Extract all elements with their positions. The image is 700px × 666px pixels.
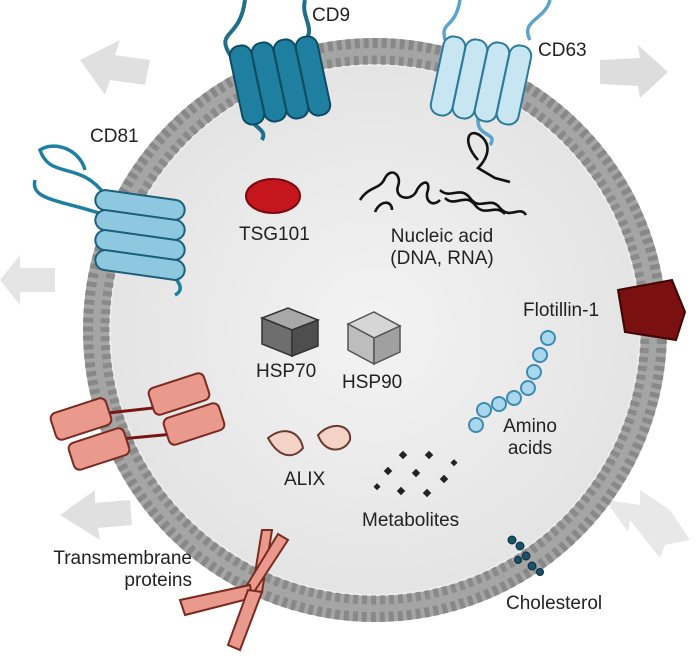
nucleic-acid-icon <box>358 131 528 216</box>
label-nucleic-acid-line2: (DNA, RNA) <box>390 248 494 269</box>
label-transmembrane-proteins: Transmembrane proteins <box>22 548 192 592</box>
alix-icon <box>266 425 352 457</box>
label-amino-acids: Amino acids <box>490 416 570 460</box>
label-cd63: CD63 <box>538 40 587 61</box>
tsg101-icon <box>245 178 301 214</box>
label-metabolites: Metabolites <box>362 510 460 531</box>
release-arrows <box>0 40 690 558</box>
label-cd9: CD9 <box>312 5 351 26</box>
label-flotillin-1: Flotillin-1 <box>523 300 600 321</box>
transmembrane-protein-pair <box>49 372 226 471</box>
arrow-top-right <box>600 45 668 98</box>
label-amino-line2: acids <box>507 438 553 459</box>
arrow-bottom-right <box>605 490 690 558</box>
metabolites-icon <box>373 450 458 498</box>
label-amino-line1: Amino <box>503 416 557 437</box>
y-shaped-receptor-icon <box>178 529 290 652</box>
label-hsp70: HSP70 <box>256 361 317 382</box>
hsp90-icon <box>346 311 402 366</box>
label-nucleic-acid: Nucleic acid (DNA, RNA) <box>372 226 512 270</box>
label-transmembrane-line2: proteins <box>124 570 192 591</box>
arrow-bottom-left <box>60 490 132 540</box>
cd63-protein <box>429 0 552 146</box>
hsp70-icon <box>259 307 321 358</box>
flotillin-1-icon <box>616 278 687 342</box>
amino-acids-icon <box>468 330 556 433</box>
label-tsg101: TSG101 <box>239 224 310 245</box>
cd9-protein <box>223 0 332 141</box>
label-transmembrane-line1: Transmembrane <box>53 548 192 569</box>
label-hsp90: HSP90 <box>342 372 403 393</box>
label-alix: ALIX <box>284 469 326 490</box>
label-nucleic-acid-line1: Nucleic acid <box>390 226 494 247</box>
label-cholesterol: Cholesterol <box>506 593 603 614</box>
cd81-protein <box>32 144 186 297</box>
arrow-left <box>0 255 55 305</box>
label-cd81: CD81 <box>90 126 139 147</box>
arrow-top-left <box>80 40 150 95</box>
cholesterol-icon <box>507 535 544 576</box>
